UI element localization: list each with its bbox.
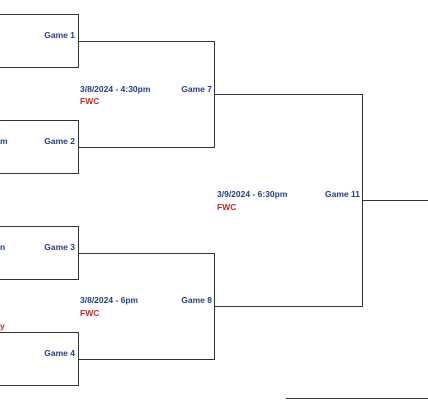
game7-bottom-line [79, 147, 215, 148]
game11-connector [362, 94, 363, 307]
game8-label: Game 8 [181, 295, 212, 305]
game3-team-fragment: n [0, 242, 6, 252]
game3-label: Game 3 [44, 242, 75, 252]
game8-connector [214, 253, 215, 360]
next-round-line [363, 200, 428, 201]
game8-top-line [79, 253, 215, 254]
game8-datetime: 3/8/2024 - 6pm [80, 295, 139, 305]
game4-team-fragment: y [0, 321, 5, 331]
lower-bracket-line [286, 398, 428, 399]
game8-bottom-line [79, 359, 215, 360]
game8-venue: FWC [80, 308, 100, 318]
game11-label: Game 11 [325, 189, 360, 199]
game11-bottom-line [215, 306, 363, 307]
game1-label: Game 1 [44, 30, 75, 40]
game7-top-line [79, 41, 215, 42]
game11-datetime: 3/9/2024 - 6:30pm [217, 189, 288, 199]
game2-bottom-line [0, 173, 79, 174]
game7-datetime: 3/8/2024 - 4:30pm [80, 84, 151, 94]
game11-top-line [215, 94, 363, 95]
game3-connector [78, 226, 79, 280]
game7-label: Game 7 [181, 84, 212, 94]
game1-top-line [0, 14, 79, 15]
game1-connector [78, 14, 79, 68]
game2-top-line [0, 120, 79, 121]
game4-label: Game 4 [44, 348, 75, 358]
game4-connector [78, 332, 79, 386]
game11-venue: FWC [217, 202, 237, 212]
game4-top-line [0, 332, 79, 333]
game2-team-fragment: m [0, 136, 8, 146]
game3-bottom-line [0, 279, 79, 280]
game3-top-line [0, 226, 79, 227]
game2-connector [78, 120, 79, 174]
game1-bottom-line [0, 67, 79, 68]
game2-label: Game 2 [44, 136, 75, 146]
game4-bottom-line [0, 385, 79, 386]
game7-venue: FWC [80, 96, 100, 106]
game7-connector [214, 41, 215, 148]
